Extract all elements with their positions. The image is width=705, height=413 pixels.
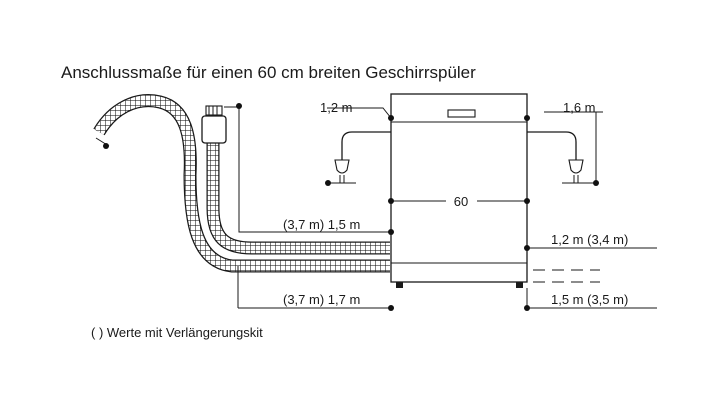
label-hose-upper: (3,7 m) 1,5 m	[283, 217, 360, 232]
foot-right	[516, 282, 523, 288]
label-right-upper: 1,2 m (3,4 m)	[551, 232, 628, 247]
label-right-lower: 1,5 m (3,5 m)	[551, 292, 628, 307]
label-hose-lower: (3,7 m) 1,7 m	[283, 292, 360, 307]
footnote: ( ) Werte mit Verlängerungskit	[91, 325, 263, 340]
inlet-hose	[206, 143, 390, 255]
control-panel-display	[447, 109, 476, 118]
diagram-title: Anschlussmaße für einen 60 cm breiten Ge…	[61, 63, 476, 82]
hose-leaders	[224, 106, 391, 309]
label-width: 60	[454, 194, 468, 209]
right-dimension-lines	[526, 247, 657, 309]
power-cable-right	[527, 111, 603, 184]
aquastop-valve	[201, 105, 227, 144]
dishwasher-body	[390, 93, 528, 288]
power-cable-left	[327, 107, 392, 184]
label-top-right: 1,6 m	[563, 100, 596, 115]
reference-dots	[103, 103, 599, 311]
label-top-left: 1,2 m	[320, 100, 353, 115]
foot-left	[396, 282, 403, 288]
